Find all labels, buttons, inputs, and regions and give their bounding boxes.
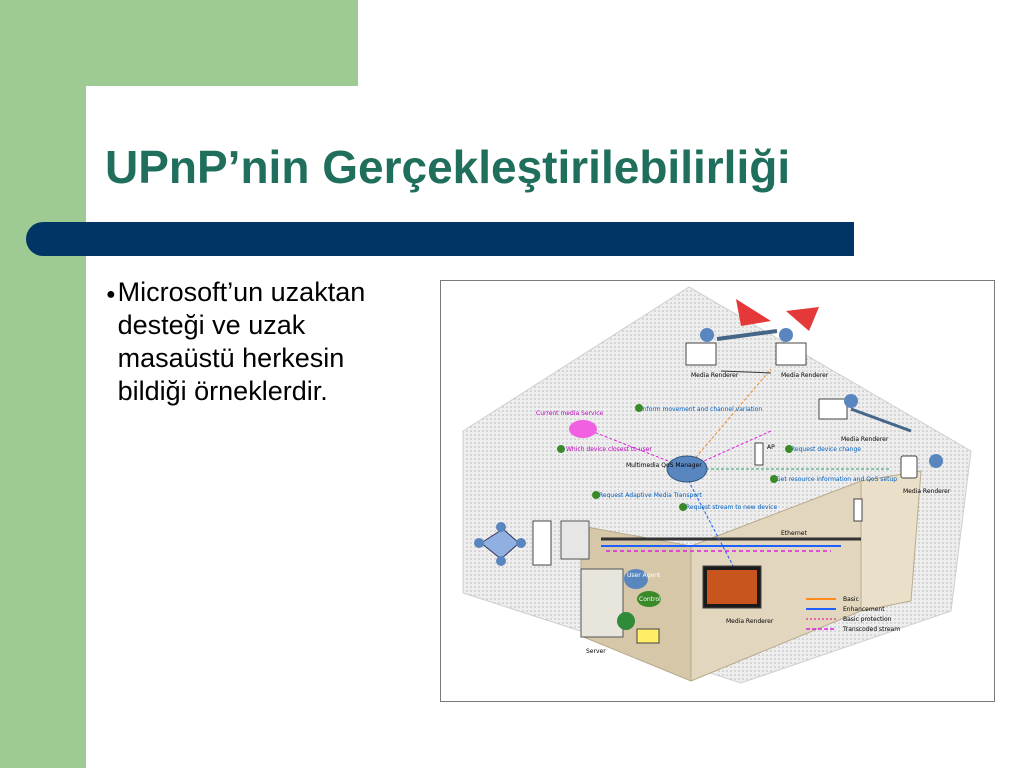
flow-line [585, 428, 682, 467]
svg-text:Current media Service: Current media Service [536, 410, 604, 417]
flow-line [720, 370, 772, 374]
svg-text:Multimedia QoS Manager: Multimedia QoS Manager [626, 462, 702, 469]
ethernet-label: Ethernet [781, 530, 807, 537]
svg-text:Control: Control [639, 596, 661, 603]
legend-label: Basic protection [843, 616, 892, 623]
current-media-service: Current media Service [536, 410, 604, 438]
user-agent-badge: User Agent [624, 569, 661, 589]
media-renderer-tv: Media Renderer [702, 565, 774, 625]
svg-text:Media Renderer: Media Renderer [726, 618, 774, 625]
svg-text:AP: AP [767, 444, 775, 451]
inform-movement-label: Inform movement and channel variation [641, 406, 762, 413]
network-cluster [474, 522, 526, 566]
slide-title: UPnP’nin Gerçekleştirilebilirliği [105, 141, 791, 193]
which-device-label: Which device closest to user [566, 446, 652, 453]
media-renderer-top-right: Media Renderer [775, 328, 829, 379]
upnp-home-network-diagram: Ethernet Media Renderer Media Renderer M… [440, 280, 995, 702]
top-link-bar [716, 329, 778, 341]
server-tower: Server [560, 520, 624, 655]
access-point-1: AP [754, 442, 775, 466]
title-underline-bar [26, 222, 854, 256]
green-side-band [0, 0, 86, 768]
content-panel-corner [86, 86, 146, 146]
laptop-link [850, 407, 912, 433]
step-dot [592, 491, 600, 499]
svg-text:Media Renderer: Media Renderer [691, 372, 739, 379]
svg-text:Media Renderer: Media Renderer [841, 436, 889, 443]
step-dot [635, 404, 643, 412]
bullet-dot-icon: ● [106, 286, 116, 303]
red-marker-right [786, 307, 819, 331]
folder-icon [636, 628, 660, 644]
svg-text:Server: Server [586, 648, 606, 655]
globe-icon [617, 612, 635, 630]
green-top-band [0, 0, 358, 86]
legend-label: Enhancement [843, 606, 885, 613]
step-dot [785, 445, 793, 453]
flow-line [685, 368, 772, 470]
media-renderer-laptop: Media Renderer [818, 394, 889, 443]
legend-label: Basic [843, 596, 859, 603]
svg-text:Media Renderer: Media Renderer [781, 372, 829, 379]
request-stream-label: Request stream to new device [686, 504, 777, 511]
svg-text:User Agent: User Agent [627, 572, 661, 579]
legend: Basic Enhancement Basic protection Trans… [806, 596, 900, 633]
bullet-text: Microsoft’un uzaktan desteği ve uzak mas… [117, 277, 366, 406]
media-renderer-pda: Media Renderer [900, 454, 951, 495]
step-dot [679, 503, 687, 511]
get-resource-label: Get resource information and QoS setup [776, 476, 897, 483]
request-device-change-label: Request device change [791, 446, 861, 453]
rack-panel [532, 520, 552, 566]
request-adaptive-label: Request Adaptive Media Transport [599, 492, 702, 499]
diagram-svg: Ethernet Media Renderer Media Renderer M… [462, 286, 972, 684]
control-badge: Control [637, 591, 661, 607]
svg-text:Media Renderer: Media Renderer [903, 488, 951, 495]
red-marker-left [736, 299, 771, 326]
step-dot [770, 475, 778, 483]
qos-manager: Multimedia QoS Manager [626, 455, 708, 483]
step-dot [557, 445, 565, 453]
legend-label: Transcoded stream [842, 626, 900, 633]
media-renderer-top-left: Media Renderer [685, 328, 739, 379]
bullet-item: ● Microsoft’un uzaktan desteği ve uzak m… [106, 276, 391, 408]
access-point-2 [853, 498, 863, 522]
